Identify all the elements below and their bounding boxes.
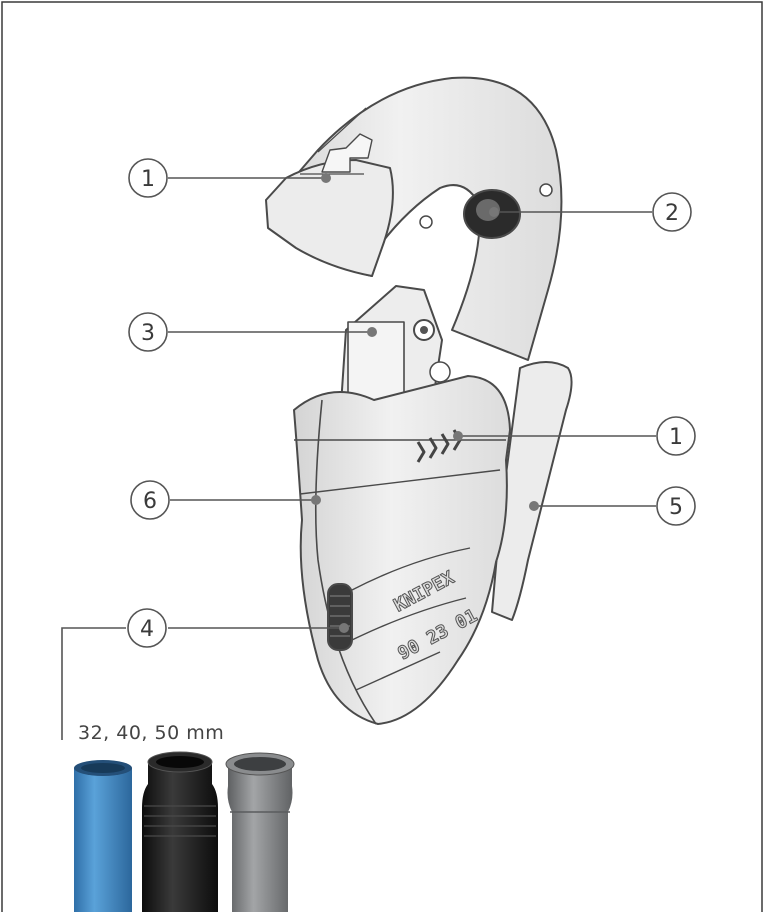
callout-1-arrows: 1: [656, 416, 696, 456]
callout-4: 4: [127, 608, 167, 648]
callout-number: 3: [141, 321, 155, 346]
callout-3: 3: [128, 312, 168, 352]
black-pipe: [142, 751, 218, 912]
grey-pipe: [225, 752, 295, 912]
adjustment-wheel: [327, 583, 353, 651]
callout-number: 1: [141, 167, 155, 192]
jaw-head: [265, 159, 394, 277]
callout-number: 5: [669, 495, 683, 520]
callout-1-top: 1: [128, 158, 168, 198]
callout-5: 5: [656, 486, 696, 526]
callout-2: 2: [652, 192, 692, 232]
locking-lever: [491, 361, 573, 621]
tool-handle-body: [293, 375, 511, 725]
callout-dots: [311, 173, 539, 633]
pipe-samples: [74, 751, 295, 912]
callout-number: 6: [143, 489, 157, 514]
callout-6: 6: [130, 480, 170, 520]
callout-number: 4: [140, 617, 154, 642]
callout-number: 2: [665, 201, 679, 226]
pipe-size-caption: 32, 40, 50 mm: [78, 722, 225, 744]
callout-leaders: [61, 177, 656, 740]
pipe-cutter-illustration: KNIPEX 90 23 01: [265, 76, 573, 725]
callout-number: 1: [669, 425, 683, 450]
direction-arrow-icon: [321, 133, 373, 173]
blue-pipe: [74, 760, 132, 912]
